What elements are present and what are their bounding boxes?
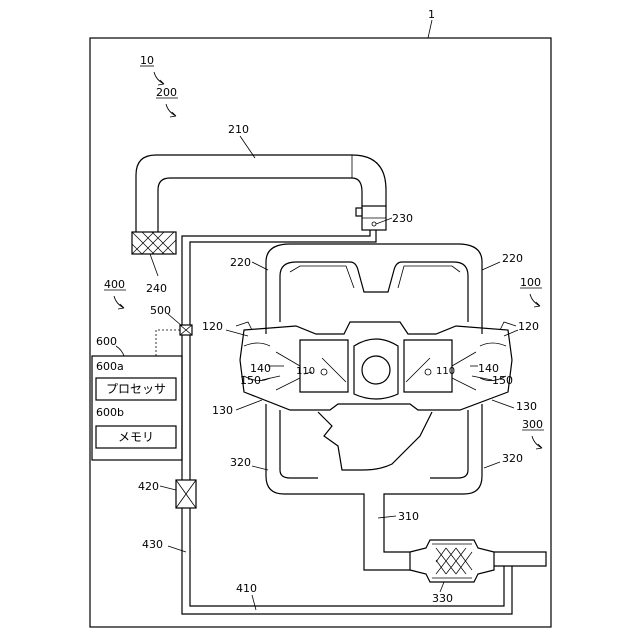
egr-valve xyxy=(176,480,196,508)
label-intake-manifold-left: 220 xyxy=(230,256,251,269)
label-exhaust-system: 300 xyxy=(522,418,543,431)
leader-egr-valve xyxy=(160,486,176,490)
label-block-right: 130 xyxy=(516,400,537,413)
tailpipe xyxy=(494,552,546,566)
leader-controller xyxy=(116,346,124,356)
label-egr-valve: 420 xyxy=(138,480,159,493)
sensor xyxy=(180,325,192,335)
intake-pipe xyxy=(136,155,386,232)
leader-exhaust-pipe xyxy=(378,516,396,518)
label-sensor: 500 xyxy=(150,304,171,317)
sensor-signal-line xyxy=(156,330,180,356)
label-head-right: 120 xyxy=(518,320,539,333)
arrow-egr-system xyxy=(114,296,124,309)
leader-system xyxy=(428,20,432,38)
label-system: 1 xyxy=(428,8,435,21)
label-intake-pipe: 210 xyxy=(228,123,249,136)
label-cylinder-left: 110 xyxy=(296,366,315,377)
label-egr-system: 400 xyxy=(104,278,125,291)
arrow-engine xyxy=(530,294,540,307)
leader-block-right xyxy=(492,400,514,408)
intake-manifold xyxy=(266,244,482,334)
label-throttle: 230 xyxy=(392,212,413,225)
label-intake-system: 200 xyxy=(156,86,177,99)
label-block-left: 130 xyxy=(212,404,233,417)
label-plug-right: 150 xyxy=(492,374,513,387)
label-air-cleaner: 240 xyxy=(146,282,167,295)
label-memory-ref: 600b xyxy=(96,406,124,419)
label-vehicle: 10 xyxy=(140,54,154,67)
label-cylinder-right: 110 xyxy=(436,366,455,377)
label-egr-passage: 410 xyxy=(236,582,257,595)
leader-intake-manifold-right xyxy=(482,262,500,270)
throttle-body xyxy=(356,206,386,230)
catalyst xyxy=(410,540,494,582)
label-catalyst: 330 xyxy=(432,592,453,605)
label-head-left: 120 xyxy=(202,320,223,333)
label-engine: 100 xyxy=(520,276,541,289)
arrow-intake-system xyxy=(166,104,176,117)
label-processor-ref: 600a xyxy=(96,360,124,373)
label-controller: 600 xyxy=(96,335,117,348)
label-intake-manifold-right: 220 xyxy=(502,252,523,265)
leader-plug-right xyxy=(472,376,492,380)
leader-air-cleaner xyxy=(150,254,158,276)
leader-block-left xyxy=(236,400,262,410)
leader-head-right xyxy=(504,330,518,336)
label-egr-pipe: 430 xyxy=(142,538,163,551)
memory-label: メモリ xyxy=(118,430,154,444)
label-plug-left: 150 xyxy=(240,374,261,387)
arrow-exhaust-system xyxy=(532,436,542,449)
label-exhaust-manifold-right: 320 xyxy=(502,452,523,465)
processor-label: プロセッサ xyxy=(106,382,166,396)
leader-egr-passage xyxy=(252,595,256,610)
label-exhaust-manifold-left: 320 xyxy=(230,456,251,469)
label-exhaust-pipe: 310 xyxy=(398,510,419,523)
oil-pan xyxy=(318,412,432,470)
exhaust-manifold xyxy=(266,404,482,570)
leader-plug-left xyxy=(262,376,280,380)
arrow-vehicle xyxy=(154,72,164,85)
leader-egr-pipe xyxy=(168,546,186,552)
leader-catalyst xyxy=(440,582,444,592)
air-cleaner xyxy=(132,232,176,254)
leader-head-left xyxy=(226,330,248,336)
leader-exhaust-manifold-right xyxy=(484,462,500,468)
